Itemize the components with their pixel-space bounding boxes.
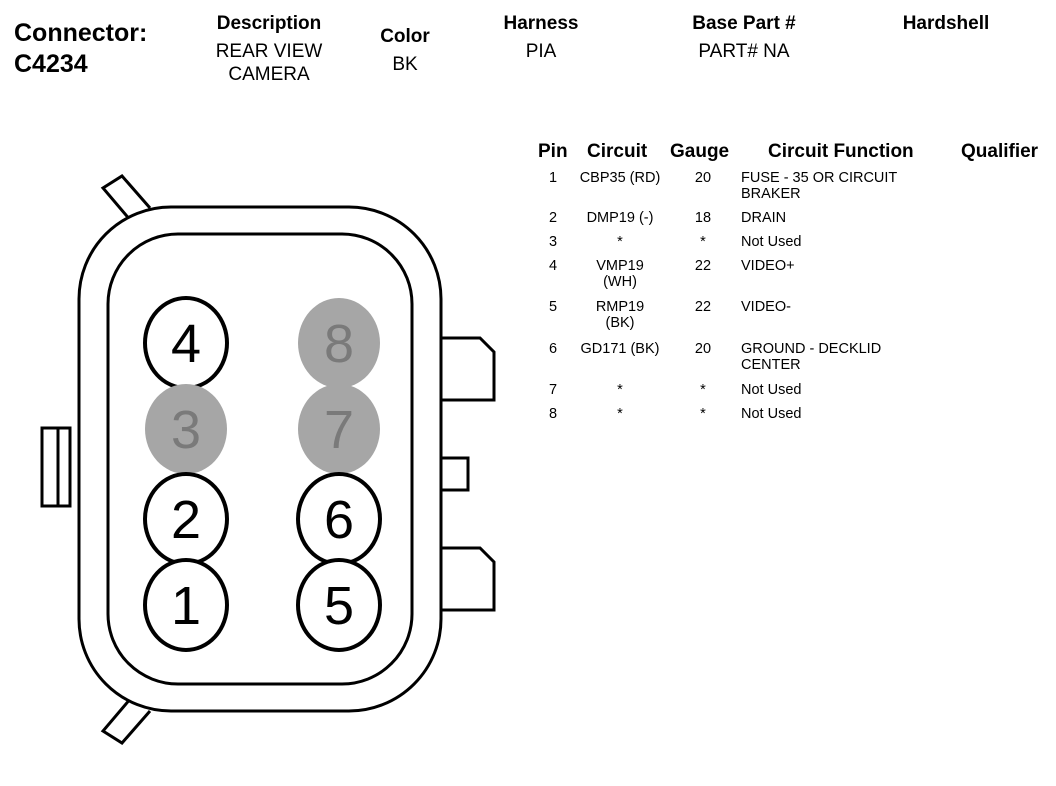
pin-number-6: 6 [324, 490, 354, 550]
cell-gauge: 22 [694, 299, 712, 315]
cell-pin: 3 [548, 234, 558, 250]
cell-pin: 6 [548, 341, 558, 357]
cell-function-line2: BRAKER [741, 186, 801, 202]
cell-circuit-line2: (WH) [603, 274, 637, 290]
connector-title: Connector: C4234 [14, 18, 147, 80]
connector-label: Connector: [14, 19, 148, 47]
cell-gauge: 20 [694, 170, 712, 186]
description-value-line2: CAMERA [228, 64, 310, 85]
color-block: Color BK [365, 26, 445, 76]
key-right-upper [441, 336, 496, 402]
cell-gauge: * [700, 382, 706, 398]
cell-pin: 4 [548, 258, 558, 274]
color-label: Color [380, 26, 430, 47]
cell-gauge: 20 [694, 341, 712, 357]
cell-pin: 1 [548, 170, 558, 186]
cell-circuit: GD171 (BK) [580, 341, 660, 357]
cell-function: VIDEO+ [741, 258, 795, 274]
base-part-value: PART# NA [698, 41, 790, 62]
pin-number-1: 1 [171, 576, 201, 636]
hardshell-label: Hardshell [902, 13, 990, 34]
description-block: Description REAR VIEW CAMERA [200, 13, 338, 86]
pin-number-2: 2 [171, 490, 201, 550]
side-lock-tab [40, 426, 72, 508]
col-header-pin: Pin [538, 141, 568, 162]
cell-circuit: VMP19 [596, 258, 644, 274]
col-header-function: Circuit Function [768, 141, 914, 162]
connector-id: C4234 [14, 50, 88, 78]
pin-number-3: 3 [171, 400, 201, 460]
cell-circuit: * [617, 406, 623, 422]
pin-cavity-5: 5 [296, 558, 382, 652]
key-right-lower [441, 546, 496, 612]
pin-number-7: 7 [324, 400, 354, 460]
pin-cavity-2: 2 [143, 472, 229, 566]
cell-gauge: 22 [694, 258, 712, 274]
cell-function-line2: CENTER [741, 357, 801, 373]
cell-pin: 2 [548, 210, 558, 226]
pin-circle-5 [296, 558, 382, 652]
pin-number-4: 4 [171, 314, 201, 374]
cell-function: VIDEO- [741, 299, 791, 315]
cell-pin: 8 [548, 406, 558, 422]
cell-pin: 7 [548, 382, 558, 398]
cell-pin: 5 [548, 299, 558, 315]
cell-gauge: 18 [694, 210, 712, 226]
latch-ear-top [100, 174, 152, 222]
connector-face-diagram: 4 8 3 7 2 6 1 5 [40, 174, 496, 745]
cell-circuit: CBP35 (RD) [579, 170, 661, 186]
pin-cavities: 4 8 3 7 2 6 1 5 [143, 296, 382, 652]
latch-ear-bottom [100, 697, 152, 745]
cell-function: Not Used [741, 382, 802, 398]
pin-number-5: 5 [324, 576, 354, 636]
base-part-label: Base Part # [692, 13, 796, 34]
col-header-circuit: Circuit [587, 141, 648, 162]
col-header-gauge: Gauge [670, 141, 730, 162]
pin-circle-1 [143, 558, 229, 652]
color-value: BK [392, 54, 418, 75]
description-label: Description [216, 13, 322, 34]
pin-cavity-3: 3 [145, 384, 227, 474]
harness-block: Harness PIA [490, 13, 592, 63]
col-header-qualifier: Qualifier [961, 141, 1039, 162]
base-part-block: Base Part # PART# NA [672, 13, 816, 63]
pin-cavity-8: 8 [298, 298, 380, 388]
cell-function: Not Used [741, 234, 802, 250]
pin-cavity-1: 1 [143, 558, 229, 652]
pin-circle-8 [298, 298, 380, 388]
harness-label: Harness [503, 13, 579, 34]
cell-circuit-line2: (BK) [605, 315, 635, 331]
cell-function: Not Used [741, 406, 802, 422]
key-right-middle [441, 456, 470, 492]
cell-circuit: * [617, 382, 623, 398]
description-value-line1: REAR VIEW [215, 41, 323, 62]
cell-circuit: RMP19 [595, 299, 645, 315]
pin-number-8: 8 [324, 314, 354, 374]
cell-function: FUSE - 35 OR CIRCUIT [741, 170, 898, 186]
cell-function: GROUND - DECKLID [741, 341, 882, 357]
pin-cavity-7: 7 [298, 384, 380, 474]
cell-gauge: * [700, 406, 706, 422]
cell-function: DRAIN [741, 210, 787, 226]
hardshell-block: Hardshell [890, 13, 1002, 40]
cell-circuit: * [617, 234, 623, 250]
pin-circle-7 [298, 384, 380, 474]
harness-value: PIA [525, 41, 557, 62]
cell-circuit: DMP19 (-) [586, 210, 654, 226]
pin-circle-3 [145, 384, 227, 474]
cell-gauge: * [700, 234, 706, 250]
